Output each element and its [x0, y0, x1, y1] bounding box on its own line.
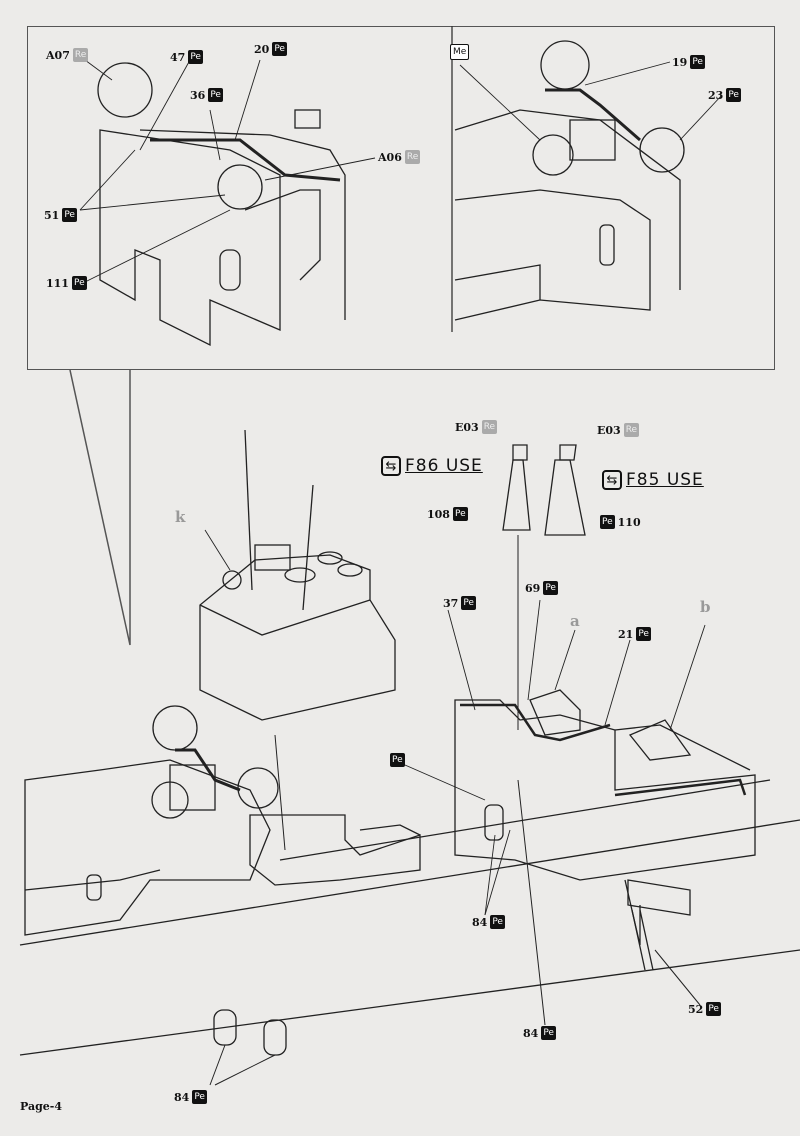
part-number: 47 — [170, 50, 186, 64]
part-number: A07 — [46, 48, 70, 62]
detail-inset-frame — [27, 26, 775, 370]
swap-icon: ⇆ — [602, 470, 622, 490]
part-type-badge: Pe — [390, 753, 405, 767]
callout-Me: Me — [450, 44, 470, 60]
part-type-badge: Pe — [543, 581, 558, 595]
part-type-badge: Pe — [461, 596, 476, 610]
part-type-badge: Re — [72, 48, 89, 62]
part-type-badge: Pe — [706, 1002, 721, 1016]
part-type-badge: Pe — [62, 208, 77, 222]
part-number: 36 — [190, 88, 206, 102]
part-type-badge: Pe — [272, 42, 287, 56]
use-text: F85 USE — [626, 470, 704, 490]
swap-icon: ⇆ — [381, 456, 401, 476]
mast-parts — [502, 444, 586, 730]
subassembly-letter-b: b — [700, 598, 711, 616]
part-type-badge: Re — [481, 420, 498, 434]
part-type-badge: Pe — [208, 88, 223, 102]
inset-left-superstructure — [97, 62, 346, 347]
part-number: 111 — [46, 276, 69, 290]
callout-pe: Pe — [390, 753, 405, 767]
subassembly-letter-a: a — [570, 612, 580, 630]
part-number: 110 — [617, 515, 641, 529]
part-number: 84 — [472, 915, 488, 929]
part-type-badge: Pe — [541, 1026, 556, 1040]
part-number: E03 — [455, 420, 479, 434]
part-number: A06 — [378, 150, 402, 164]
part-type-badge: Pe — [188, 50, 203, 64]
part-number: 84 — [523, 1026, 539, 1040]
part-type-badge: Pe — [490, 915, 505, 929]
subassembly-letter-k: k — [175, 508, 186, 526]
part-type-badge: Pe — [600, 515, 615, 529]
use-text: F86 USE — [405, 456, 483, 476]
part-type-badge: Pe — [726, 88, 741, 102]
part-number: 21 — [618, 627, 634, 641]
part-number: 19 — [672, 55, 688, 69]
assembled-superstructure-left — [24, 705, 279, 936]
inset-pointer — [69, 369, 131, 646]
part-number: 37 — [443, 596, 459, 610]
f86-use-note: ⇆F86 USE — [381, 456, 483, 476]
part-number: 52 — [688, 1002, 704, 1016]
part-number: 20 — [254, 42, 270, 56]
part-type-badge: Pe — [690, 55, 705, 69]
part-number: 23 — [708, 88, 724, 102]
part-number: 51 — [44, 208, 60, 222]
page-number: Page-4 — [20, 1100, 63, 1113]
f85-use-note: ⇆F85 USE — [602, 470, 704, 490]
part-type-badge: Pe — [636, 627, 651, 641]
part-type-badge: Re — [623, 423, 640, 437]
part-type-badge: Re — [404, 150, 421, 164]
part-type-badge: Pe — [71, 276, 87, 290]
part-type-badge: Pe — [452, 507, 468, 521]
part-number: 69 — [525, 581, 541, 595]
bridge-block — [199, 429, 396, 851]
part-type-badge: Pe — [192, 1090, 207, 1104]
inset-right-superstructure — [454, 40, 685, 321]
deck-outline — [19, 779, 800, 1056]
life-raft-parts — [209, 1009, 287, 1086]
aft-structure — [454, 689, 756, 1026]
part-number: E03 — [597, 423, 621, 437]
ladder-part — [624, 879, 701, 1006]
leader-lines — [79, 59, 723, 916]
part-number: 108 — [427, 507, 450, 521]
part-type-badge: Me — [450, 44, 470, 60]
part-number: 84 — [174, 1090, 190, 1104]
